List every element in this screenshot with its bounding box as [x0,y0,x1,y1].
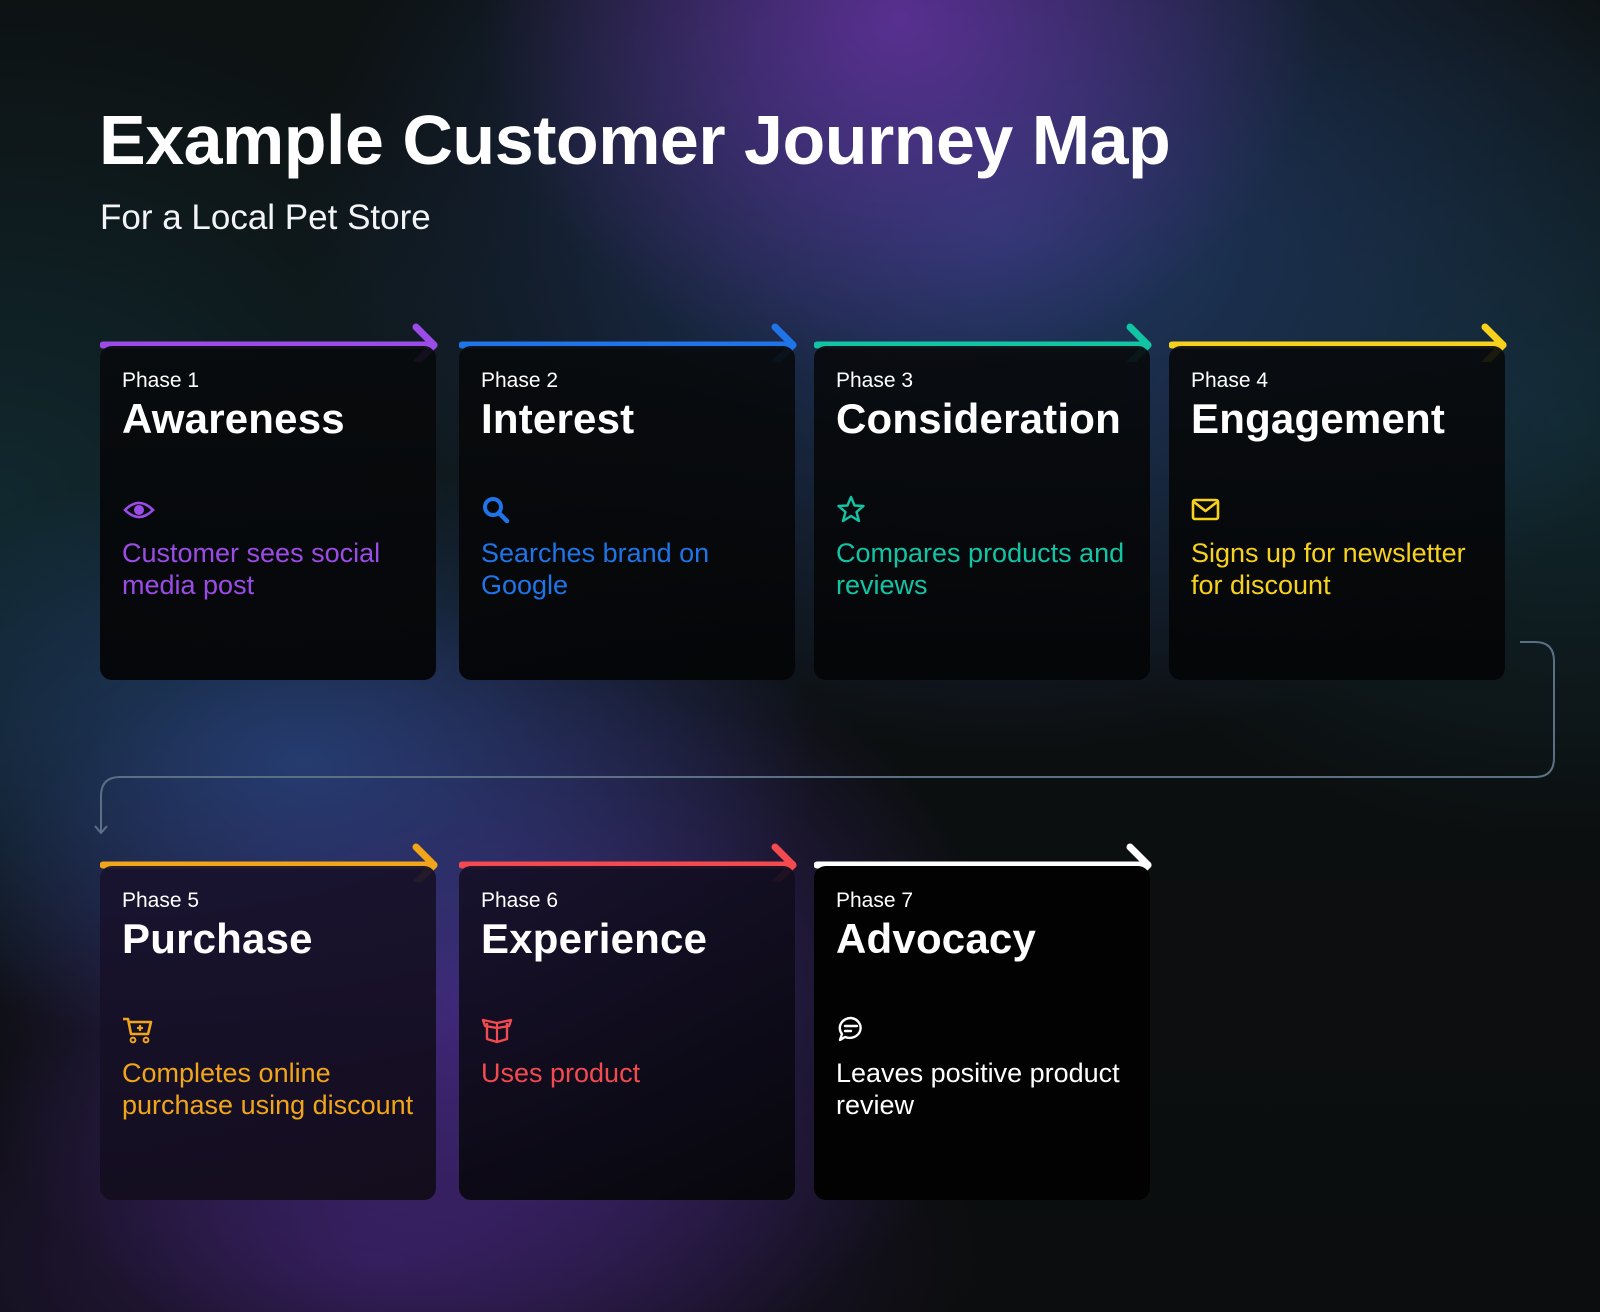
phase-number: Phase 5 [122,889,200,912]
phase-description: Signs up for newsletter for discount [1191,538,1466,600]
phase-name: Experience [481,915,708,962]
phase-description: Searches brand on Google [481,538,710,600]
phase-number: Phase 6 [481,889,559,912]
phase-number: Phase 3 [836,369,914,392]
phase-description: Customer sees social media post [122,538,381,600]
search-icon [483,497,510,524]
phase-number: Phase 4 [1191,369,1269,392]
phase-name: Purchase [122,915,313,962]
phase-description: Uses product [481,1058,641,1088]
phase-card: Phase 6 Experience Uses product [459,866,795,1200]
phase-name: Engagement [1191,395,1446,442]
eye-icon [123,501,155,519]
phase-name: Awareness [122,395,345,442]
page-subtitle: For a Local Pet Store [100,198,431,237]
phase-card: Phase 4 Engagement Signs up for newslett… [1169,346,1505,680]
box-icon [481,1018,513,1044]
phase-card: Phase 1 Awareness Customer sees social m… [100,346,436,680]
phase-name: Interest [481,395,635,442]
page-title: Example Customer Journey Map [99,101,1171,179]
phase-name: Consideration [836,395,1121,442]
phase-card: Phase 2 Interest Searches brand on Googl… [459,346,795,680]
phase-name: Advocacy [836,915,1037,962]
phase-description: Leaves positive product review [836,1058,1120,1120]
envelope-icon [1191,498,1220,521]
chat-icon [838,1016,862,1042]
phase-description: Completes online purchase using discount [122,1058,414,1120]
phase-number: Phase 1 [122,369,200,392]
phase-number: Phase 7 [836,889,914,912]
phase-card: Phase 5 Purchase Completes online purcha… [100,866,436,1200]
cart-icon [123,1017,153,1044]
phase-card: Phase 3 Consideration Compares products … [814,346,1150,680]
phase-description: Compares products and reviews [836,538,1125,600]
phase-number: Phase 2 [481,369,559,392]
phase-card: Phase 7 Advocacy Leaves positive product… [814,866,1150,1200]
star-icon [837,495,865,523]
